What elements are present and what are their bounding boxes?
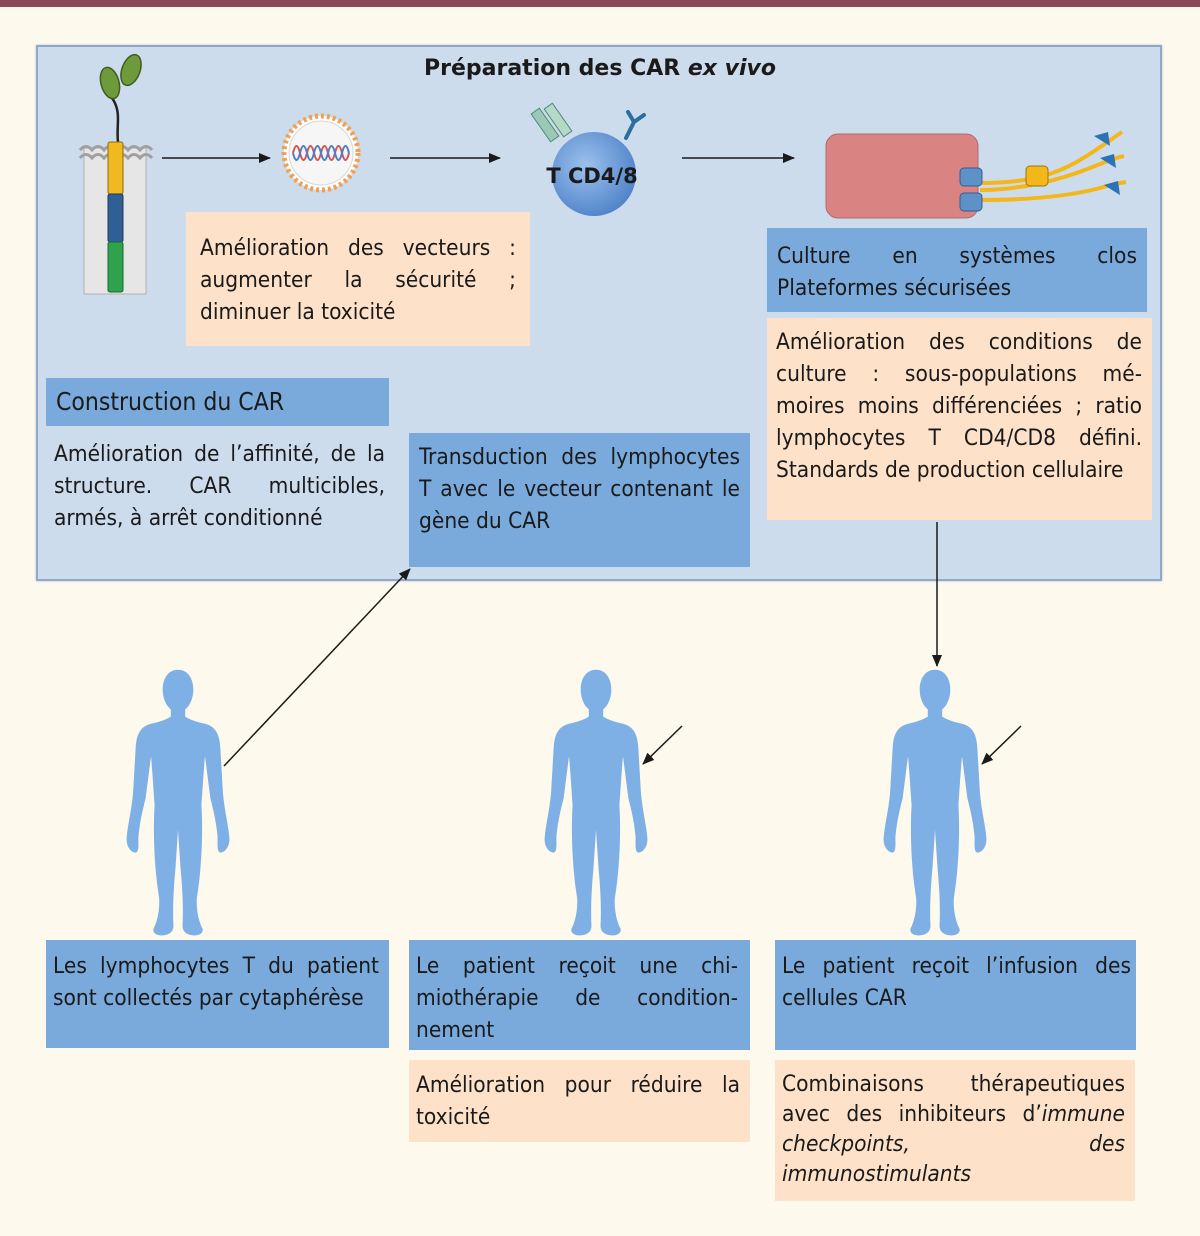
vector-improvement-box: Amélioration des vecteurs : augmenter la… [186,212,530,346]
arrow-collect-to-transduction [223,568,411,767]
car-construction-text: Amélioration de l’affinité, de la struct… [54,441,385,531]
viral-vector-icon [281,113,361,193]
arrow-infusion-target [981,725,1022,765]
car-t-cell-icon [825,130,1127,219]
top-bar [0,0,1200,7]
patient-figure-infusion [883,669,987,936]
culture-conditions-box: Amélioration des conditions de culture :… [767,318,1152,520]
patient-figure-collection [126,669,230,936]
collection-box: Les lymphocytes T du patient sont collec… [46,940,389,1048]
infusion-box: Le patient reçoit l’infusion des cellule… [775,940,1136,1050]
toxicity-improvement-box: Amélioration pour réduire la toxicité [409,1060,750,1142]
chemotherapy-box: Le patient reçoit une chi­miothérapie de… [409,940,750,1050]
car-construct-icon [78,53,154,295]
t-cell-icon [530,102,646,216]
arrow-chemo-target [642,725,683,765]
combination-italic-text: immune checkpoints, des immunostimulants [782,1101,1125,1187]
t-cell-label: T CD4/8 [546,164,637,188]
patient-figure-chemotherapy [544,669,648,936]
car-construction-title: Construction du CAR [46,378,389,426]
combination-therapies-box: Combinaisons thérapeuti­ques avec des in… [775,1060,1135,1201]
panel-title: Préparation des CAR ex vivo [424,56,776,81]
culture-system-box: Culture en systèmes clos Plateformes séc… [767,228,1147,312]
transduction-box: Transduction des lympho­cytes T avec le … [409,433,750,567]
panel-title-italic: ex vivo [687,56,776,81]
